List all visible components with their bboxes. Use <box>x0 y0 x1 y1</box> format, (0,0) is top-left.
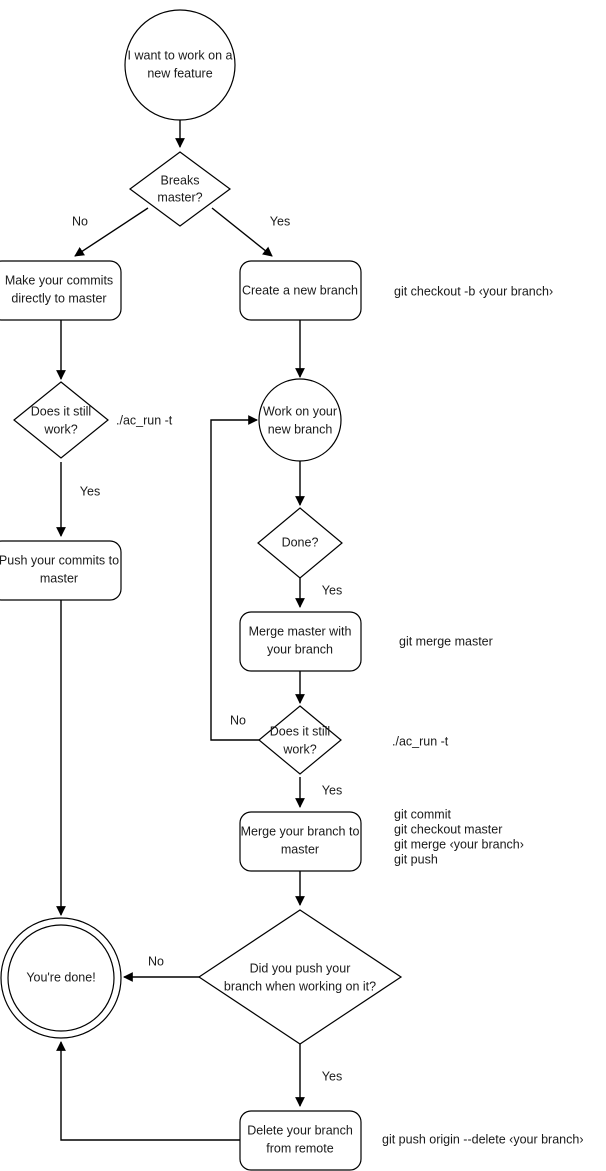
node-youre-done[interactable]: You're done! <box>0 917 122 1039</box>
node-create-branch[interactable]: Create a new branch <box>239 260 362 321</box>
edges-layer <box>56 120 305 1141</box>
does-it-work-right-label-line2: work? <box>282 742 316 756</box>
merge-branch-to-master-rect-shape <box>239 811 362 872</box>
did-you-push-diamond-shape <box>197 909 403 1045</box>
edge-label-left-work-yes: Yes <box>80 484 100 498</box>
annotation-git-merge-your-branch: git merge ‹your branch› <box>394 837 524 851</box>
start-label-line1: I want to work on a <box>128 48 233 62</box>
work-branch-label-line2: new branch <box>268 422 333 436</box>
breaks-master-label-line1: Breaks <box>161 173 200 187</box>
annotation-git-checkout-b: git checkout -b ‹your branch› <box>394 284 553 298</box>
annotation-ac-run-right: ./ac_run -t <box>392 734 449 748</box>
edge-delete-branch-to-youre-done <box>56 1041 240 1141</box>
annotation-git-checkout-master: git checkout master <box>394 822 502 836</box>
edge-label-work-right-no: No <box>230 713 246 727</box>
breaks-master-diamond-shape <box>128 151 232 227</box>
breaks-master-label-line2: master? <box>157 190 202 204</box>
work-branch-label-line1: Work on your <box>263 404 337 418</box>
make-commits-label-line1: Make your commits <box>5 273 113 287</box>
youre-done-inner-circle-shape <box>7 924 115 1032</box>
edge-does-it-work-right-no-loop-to-work-branch <box>210 415 260 741</box>
merge-branch-to-master-label-line1: Merge your branch to <box>241 824 360 838</box>
push-commits-label-line1: Push your commits to <box>0 553 119 567</box>
does-it-work-left-diamond-shape <box>13 381 109 459</box>
annotation-ac-run-left: ./ac_run -t <box>116 413 173 427</box>
merge-master-with-label-line1: Merge master with <box>249 624 352 638</box>
node-make-commits[interactable]: Make your commits directly to master <box>0 260 122 321</box>
edge-label-breaks-yes: Yes <box>270 214 290 228</box>
node-work-branch[interactable]: Work on your new branch <box>258 378 342 462</box>
make-commits-rect-shape <box>0 260 122 321</box>
push-commits-rect-shape <box>0 540 122 601</box>
delete-branch-rect-shape <box>239 1110 362 1171</box>
make-commits-label-line2: directly to master <box>11 291 106 305</box>
edge-label-push-q-no: No <box>148 954 164 968</box>
create-branch-rect-shape <box>239 260 362 321</box>
does-it-work-right-diamond-shape <box>258 705 342 775</box>
work-branch-circle-shape <box>258 378 342 462</box>
edge-labels-layer: No Yes Yes Yes No Yes No Yes <box>72 214 342 1083</box>
done-question-label-line1: Done? <box>282 535 319 549</box>
node-breaks-master[interactable]: Breaks master? <box>128 151 232 227</box>
node-delete-branch[interactable]: Delete your branch from remote <box>239 1110 362 1171</box>
push-commits-label-line2: master <box>40 571 78 585</box>
annotation-git-commit: git commit <box>394 807 451 821</box>
start-circle-shape <box>124 9 236 121</box>
node-merge-branch-to-master[interactable]: Merge your branch to master <box>239 811 362 872</box>
delete-branch-label-line2: from remote <box>266 1141 333 1155</box>
did-you-push-label-line2: branch when working on it? <box>224 979 376 993</box>
node-push-commits[interactable]: Push your commits to master <box>0 540 122 601</box>
merge-master-with-label-line2: your branch <box>267 642 333 656</box>
annotation-git-merge-master: git merge master <box>399 634 493 648</box>
delete-branch-label-line1: Delete your branch <box>247 1123 353 1137</box>
node-start[interactable]: I want to work on a new feature <box>124 9 236 121</box>
edge-breaks-no-to-make-commits <box>74 207 149 257</box>
edge-label-done-yes: Yes <box>322 583 342 597</box>
create-branch-label-line1: Create a new branch <box>242 283 358 297</box>
merge-branch-to-master-label-line2: master <box>281 842 319 856</box>
annotation-git-push-origin-delete: git push origin --delete ‹your branch› <box>382 1132 584 1146</box>
node-did-you-push[interactable]: Did you push your branch when working on… <box>197 909 403 1045</box>
annotations-layer: git checkout -b ‹your branch› ./ac_run -… <box>116 284 584 1146</box>
start-label-line2: new feature <box>147 66 212 80</box>
done-question-diamond-shape <box>257 507 343 579</box>
node-does-it-work-left[interactable]: Does it still work? <box>13 381 109 459</box>
edge-label-work-right-yes: Yes <box>322 783 342 797</box>
did-you-push-label-line1: Did you push your <box>250 961 351 975</box>
node-merge-master-with[interactable]: Merge master with your branch <box>239 611 362 672</box>
merge-master-with-rect-shape <box>239 611 362 672</box>
youre-done-label: You're done! <box>26 970 95 984</box>
edge-label-breaks-no: No <box>72 214 88 228</box>
node-does-it-work-right[interactable]: Does it still work? <box>258 705 342 775</box>
does-it-work-right-label-line1: Does it still <box>270 724 330 738</box>
node-done-question[interactable]: Done? <box>257 507 343 579</box>
does-it-work-left-label-line2: work? <box>43 422 77 436</box>
edge-label-push-q-yes: Yes <box>322 1069 342 1083</box>
does-it-work-left-label-line1: Does it still <box>31 404 91 418</box>
edge-breaks-yes-to-create-branch <box>211 207 273 257</box>
annotation-git-push: git push <box>394 852 438 866</box>
